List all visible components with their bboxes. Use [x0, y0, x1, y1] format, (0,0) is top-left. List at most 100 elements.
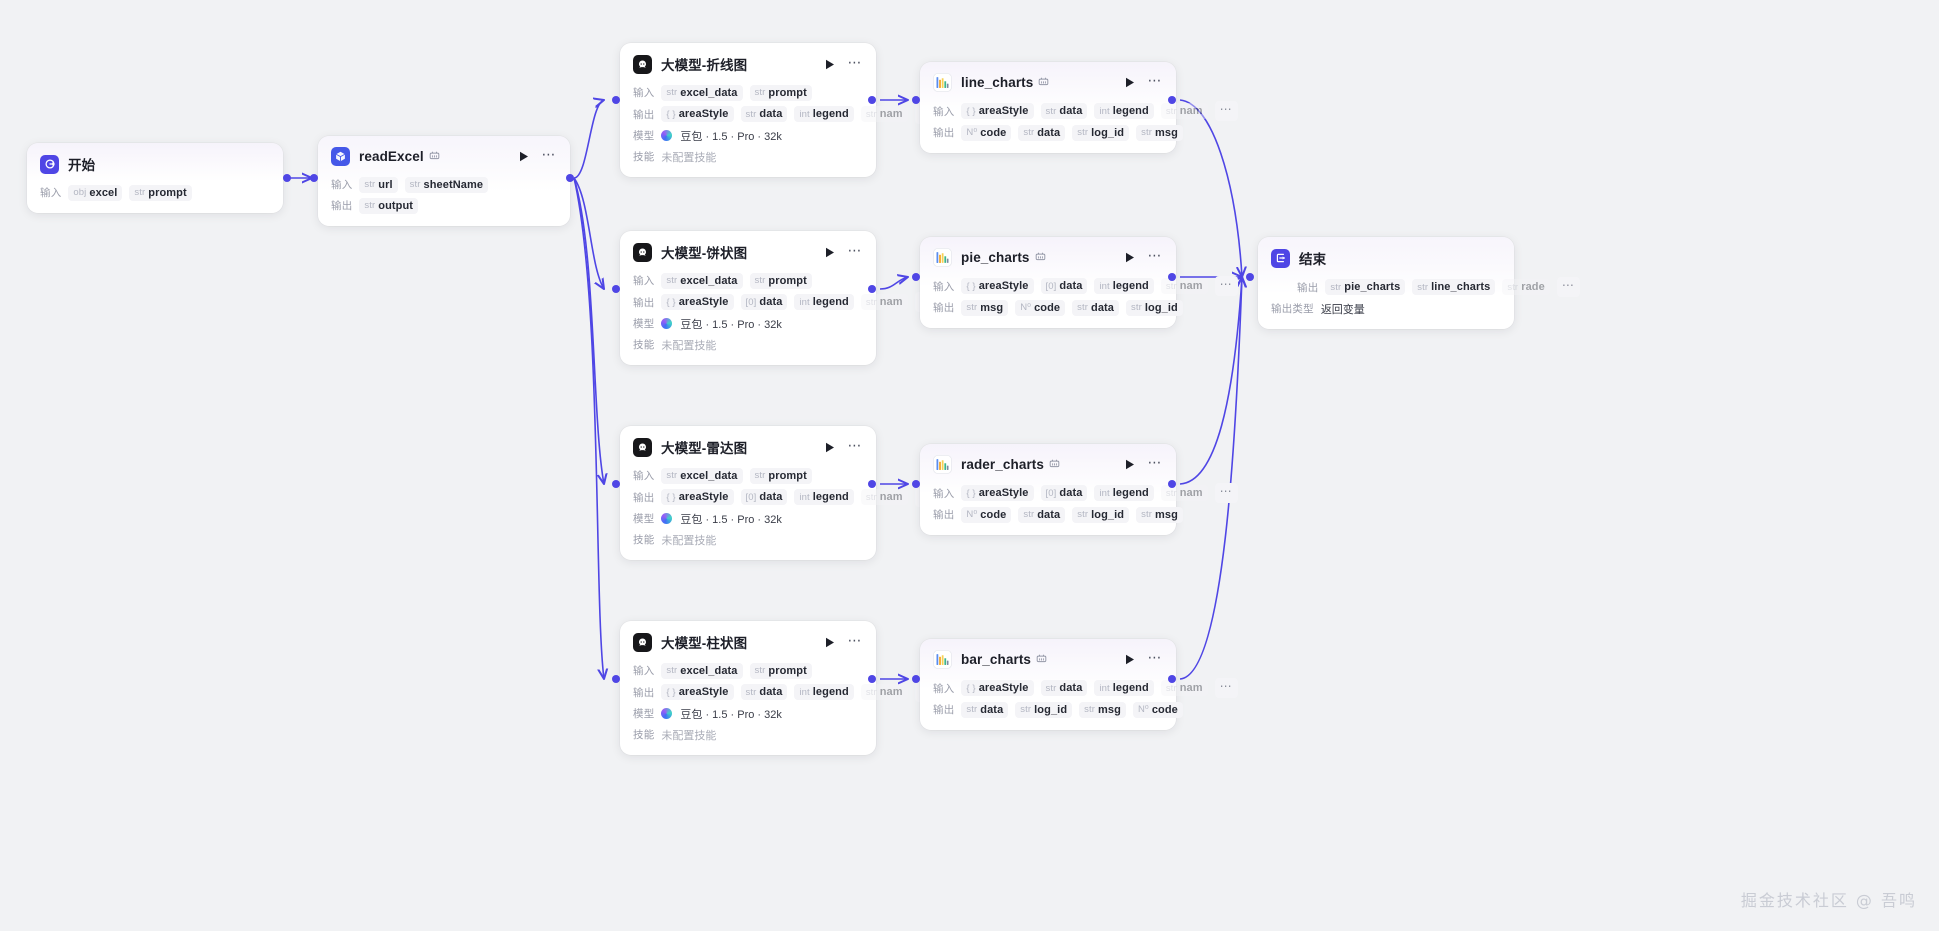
port-readExcel-output[interactable] — [566, 174, 574, 182]
variable-chip[interactable]: { }areaStyle — [961, 278, 1034, 294]
port-llm-pie-input[interactable] — [612, 285, 620, 293]
port-rader_charts-output[interactable] — [1168, 480, 1176, 488]
run-node-play-icon[interactable] — [1122, 652, 1138, 668]
port-llm-pie-output[interactable] — [868, 285, 876, 293]
row-overflow-icon[interactable]: ⋯ — [1214, 276, 1238, 296]
variable-chip[interactable]: { }areaStyle — [661, 294, 734, 310]
port-bar_charts-output[interactable] — [1168, 675, 1176, 683]
port-llm-radar-output[interactable] — [868, 480, 876, 488]
variable-chip[interactable]: [0]data — [1040, 485, 1088, 501]
variable-chip[interactable]: { }areaStyle — [661, 489, 734, 505]
variable-chip[interactable]: { }areaStyle — [961, 485, 1034, 501]
port-llm-bar-output[interactable] — [868, 675, 876, 683]
port-llm-radar-input[interactable] — [612, 480, 620, 488]
variable-chip[interactable]: [0]data — [740, 489, 788, 505]
run-node-play-icon[interactable] — [822, 244, 838, 260]
run-node-play-icon[interactable] — [822, 439, 838, 455]
port-line_charts-input[interactable] — [912, 96, 920, 104]
variable-chip[interactable]: { }areaStyle — [661, 684, 734, 700]
port-llm-line-input[interactable] — [612, 96, 620, 104]
port-pie_charts-output[interactable] — [1168, 273, 1176, 281]
node-more-menu-icon[interactable]: ⋯ — [1147, 247, 1163, 263]
run-node-play-icon[interactable] — [516, 149, 532, 165]
variable-chip[interactable]: { }areaStyle — [961, 103, 1034, 119]
node-more-menu-icon[interactable]: ⋯ — [847, 631, 863, 648]
node-more-menu-icon[interactable]: ⋯ — [847, 241, 863, 258]
port-llm-bar-input[interactable] — [612, 675, 620, 683]
row-overflow-icon[interactable]: ⋯ — [1556, 277, 1580, 297]
node-more-menu-icon[interactable]: ⋯ — [847, 53, 863, 70]
run-node-play-icon[interactable] — [1122, 75, 1138, 91]
variable-chip[interactable]: [0]data — [1040, 278, 1088, 294]
run-node-play-icon[interactable] — [822, 56, 838, 72]
node-more-menu-icon[interactable]: ⋯ — [847, 436, 863, 453]
row-overflow-icon[interactable]: ⋯ — [1214, 678, 1238, 698]
port-pie_charts-input[interactable] — [912, 273, 920, 281]
node-more-menu-icon[interactable]: ⋯ — [1147, 649, 1163, 665]
port-bar_charts-input[interactable] — [912, 675, 920, 683]
variable-chip[interactable]: [0]data — [740, 294, 788, 310]
run-node-play-icon[interactable] — [1122, 250, 1138, 266]
run-node-play-icon[interactable] — [822, 634, 838, 650]
port-start-output[interactable] — [283, 174, 291, 182]
variable-chip[interactable]: { }areaStyle — [961, 680, 1034, 696]
node-more-menu-icon[interactable]: ⋯ — [1147, 454, 1163, 470]
port-readExcel-input[interactable] — [310, 174, 318, 182]
row-overflow-icon[interactable]: ⋯ — [1214, 101, 1238, 121]
port-rader_charts-input[interactable] — [912, 480, 920, 488]
